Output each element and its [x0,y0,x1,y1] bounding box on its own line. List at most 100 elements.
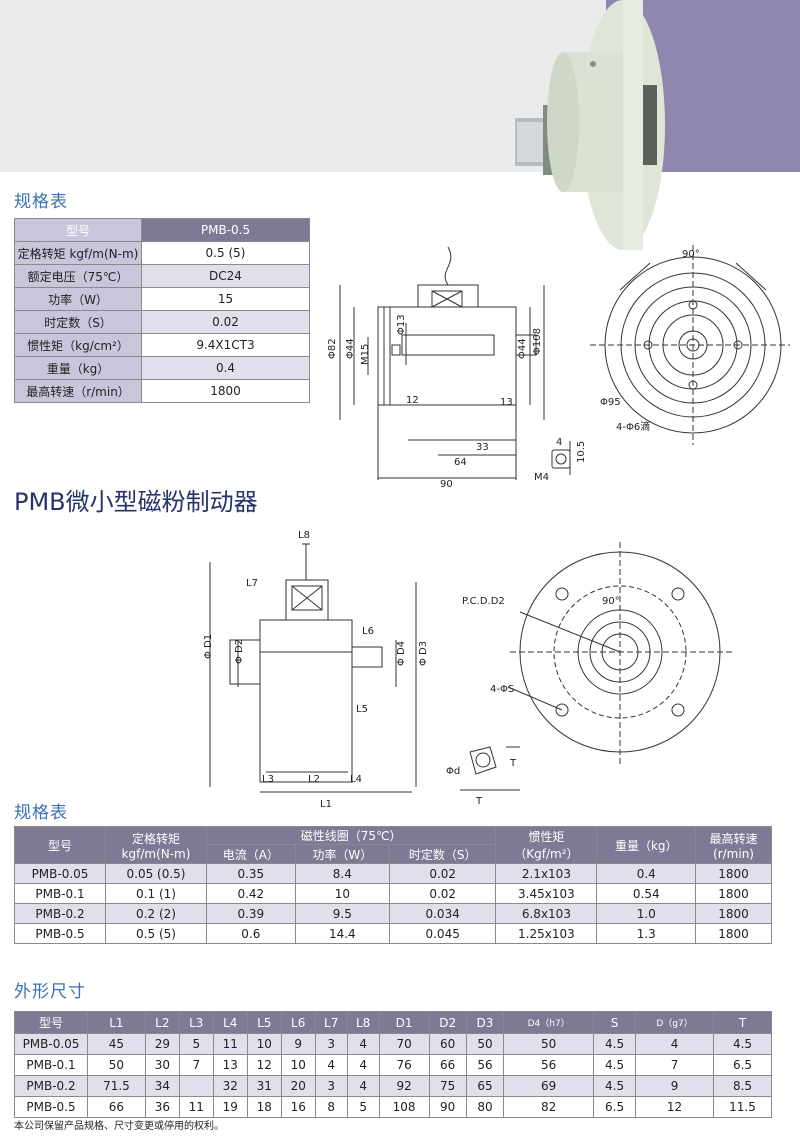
dim-label: 4-ΦS [490,684,514,695]
dim-label: Φ D2 [234,639,245,664]
dim-label: L6 [362,626,374,637]
cell: PMB-0.1 [14,883,106,904]
dims-header: L3 [178,1011,214,1034]
dim-label: L1 [320,799,332,810]
col-inertia: 惯性矩 （Kgf/m²） [495,826,598,864]
cell: 0.35 [206,863,296,884]
dim-label: L7 [246,578,258,589]
cell: 32 [212,1075,248,1097]
cell: 14.4 [294,923,391,944]
cell: PMB-0.5 [14,923,106,944]
cell: 80 [465,1096,505,1118]
cell: 45 [87,1033,146,1055]
dim-label: 10.5 [576,441,587,463]
cell: 0.02 [388,883,497,904]
cell: 0.42 [206,883,296,904]
cell: 7 [635,1054,715,1076]
cell: 12 [246,1054,282,1076]
spec1-label: 重量（kg） [14,356,142,380]
cell: 31 [246,1075,282,1097]
col-torque: 定格转矩 kgf/m(N-m) [105,826,207,864]
dims-header: L2 [144,1011,180,1034]
spec1-label: 惯性矩（kg/cm²） [14,333,142,357]
cell: 8.5 [713,1075,772,1097]
cell: 76 [378,1054,430,1076]
dim-label: 64 [454,457,467,468]
cell: 5 [178,1033,214,1055]
dim-label: 4-Φ6滴 [616,420,650,433]
col-current: 电流（A） [206,844,296,864]
cell: 60 [428,1033,467,1055]
cell: 18 [246,1096,282,1118]
cell: 75 [428,1075,467,1097]
dim-label: Φ44 [517,338,528,359]
col-torque-l2: kgf/m(N-m) [121,846,191,861]
cell: 1.0 [596,903,696,924]
dim-label: Φ108 [532,328,543,355]
dim-label: Φ13 [396,314,407,335]
cell: 6.5 [593,1096,637,1118]
cell: 7 [178,1054,214,1076]
spec1-value: 15 [141,287,310,311]
cell: 66 [87,1096,146,1118]
dim-label: 90 [440,479,453,490]
cell: 90 [428,1096,467,1118]
dim-label: Φ44 [345,338,356,359]
dim-label: L3 [262,774,274,785]
dim-label: M15 [360,344,371,365]
dimensions-title: 外形尺寸 [14,982,86,1002]
cell: 4 [346,1054,380,1076]
cell: PMB-0.2 [14,1075,88,1097]
dim-label: M4 [534,472,549,483]
cell: 0.6 [206,923,296,944]
cell: 30 [144,1054,180,1076]
dim-label: L8 [298,530,310,541]
spec-table-series: 型号 定格转矩 kgf/m(N-m) 磁性线圈（75℃） 惯性矩 （Kgf/m²… [14,826,772,944]
cell: PMB-0.5 [14,1096,88,1118]
dims-header: 型号 [14,1011,88,1034]
dims-header: L4 [212,1011,248,1034]
cell: 1.3 [596,923,696,944]
cell: 0.05 (0.5) [105,863,207,884]
dim-label: L4 [350,774,362,785]
dim-label: 90° [682,249,700,260]
col-speed-l2: (r/min) [713,846,754,861]
spec1-header-value: PMB-0.5 [141,218,310,242]
dim-label: T [475,796,483,807]
spec-table-title-2: 规格表 [14,803,68,823]
cell: 9.5 [294,903,391,924]
cell: 56 [503,1054,595,1076]
cell: 0.2 (2) [105,903,207,924]
dim-label: 13 [500,397,513,408]
cell: 8.4 [294,863,391,884]
spec-table-single: 型号 PMB-0.5 定格转矩 kgf/m(N-m)0.5 (5) 额定电压（7… [14,218,310,403]
cell: 2.1x103 [495,863,598,884]
col-timeconst: 时定数（S） [388,844,497,864]
cell: 13 [212,1054,248,1076]
cell: 10 [280,1054,316,1076]
cell: 3 [314,1033,348,1055]
cell: 0.54 [596,883,696,904]
dimensions-table: 型号 L1 L2 L3 L4 L5 L6 L7 L8 D1 D2 D3 D4（h… [14,1011,772,1118]
cell: 1800 [695,903,772,924]
cell: 1800 [695,883,772,904]
cell: 6.5 [713,1054,772,1076]
cell: 4.5 [593,1054,637,1076]
spec1-label: 时定数（S） [14,310,142,334]
cell: PMB-0.05 [14,1033,88,1055]
dim-label: 33 [476,442,489,453]
spec-table-title: 规格表 [14,192,68,212]
dim-label: P.C.D.D2 [462,596,505,607]
col-inertia-l2: （Kgf/m²） [514,847,579,861]
product-photo [515,0,665,250]
product-title: PMB微小型磁粉制动器 [14,488,258,516]
spec1-value: DC24 [141,264,310,288]
cell: 6.8x103 [495,903,598,924]
dim-label: T [509,758,517,769]
dims-header: D4（h7） [503,1011,595,1034]
dims-header: L8 [346,1011,380,1034]
dims-header: L7 [314,1011,348,1034]
cell: 108 [378,1096,430,1118]
